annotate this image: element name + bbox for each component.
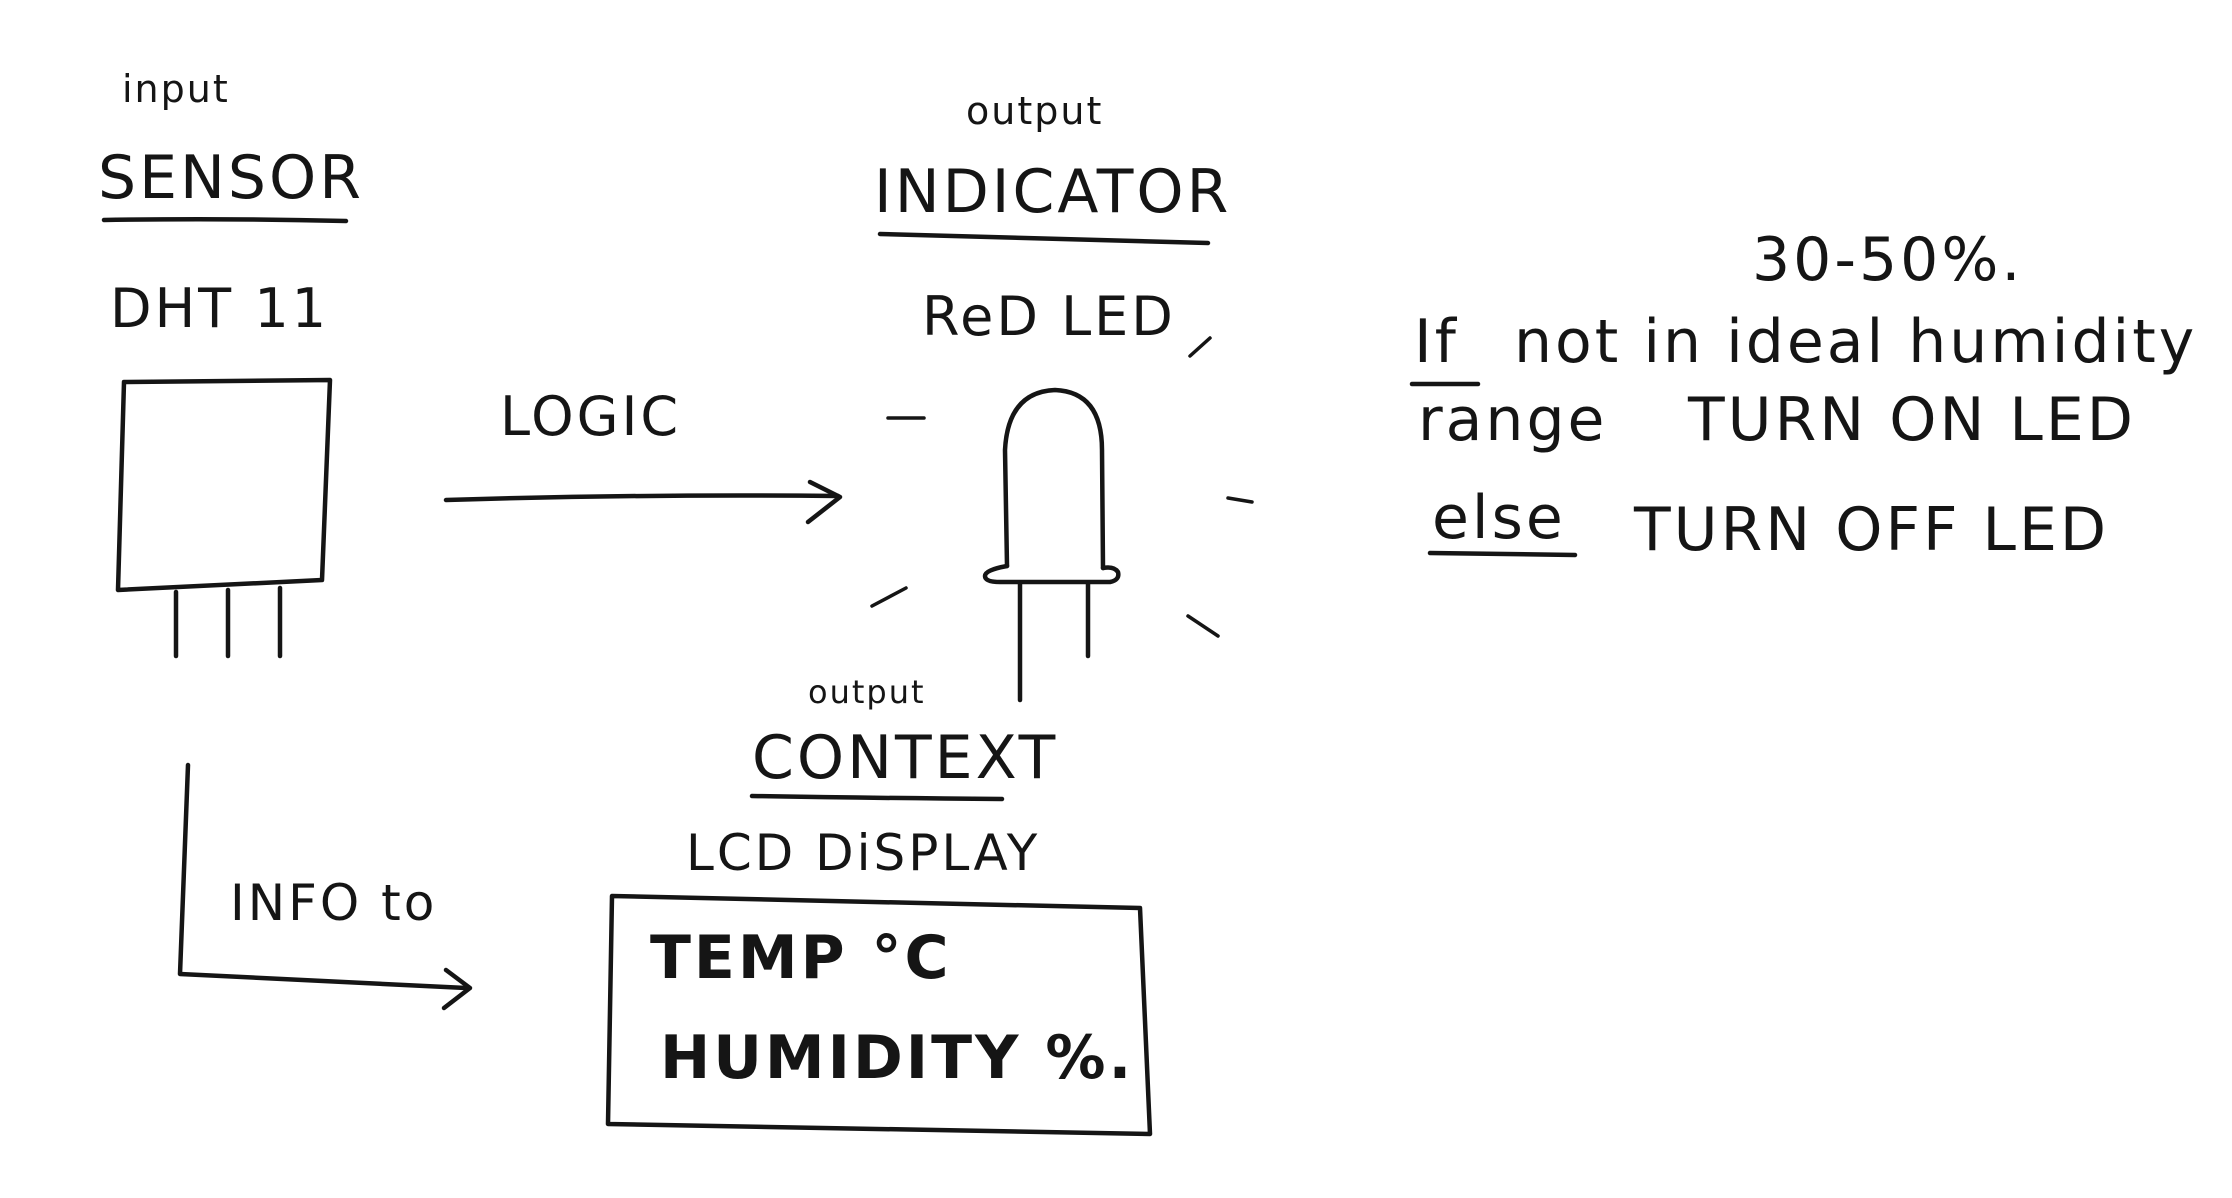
lcd-display-line-2: HUMIDITY %. xyxy=(660,1023,1135,1093)
info-arrow-head xyxy=(441,967,473,1011)
context-role-label: output xyxy=(808,673,926,711)
sensor-role-label: input xyxy=(122,67,230,111)
else-keyword: else xyxy=(1432,483,1566,553)
led-rim xyxy=(982,563,1121,585)
else-action: TURN OFF LED xyxy=(1634,495,2110,565)
sensor-title: SENSOR xyxy=(98,143,364,213)
indicator-title: INDICATOR xyxy=(874,157,1232,227)
indicator-name: ReD LED xyxy=(922,285,1176,348)
context-name: LCD DiSPLAY xyxy=(686,824,1041,882)
sensor-body xyxy=(115,377,333,593)
led-dome xyxy=(1002,387,1106,571)
info-label: INFO to xyxy=(230,874,438,932)
context-title: CONTEXT xyxy=(752,723,1059,793)
range-word: range xyxy=(1418,385,1608,455)
led-glow-ray xyxy=(1186,614,1220,638)
lcd-display-line-1: TEMP °C xyxy=(650,923,952,993)
else-keyword-underline xyxy=(1427,550,1578,558)
logic-arrow-line xyxy=(443,493,841,503)
context-title-underline xyxy=(749,793,1005,802)
rule-condition: not in ideal humidity xyxy=(1514,307,2198,377)
indicator-role-label: output xyxy=(966,89,1104,133)
logic-label: LOGIC xyxy=(500,385,682,448)
humidity-range: 30-50%. xyxy=(1752,225,2024,295)
indicator-title-underline xyxy=(877,231,1211,246)
if-keyword: If xyxy=(1414,307,1459,377)
then-action: TURN ON LED xyxy=(1688,385,2136,455)
led-glow-ray xyxy=(1226,496,1254,504)
sensor-title-underline xyxy=(101,216,349,224)
lcd-display-box xyxy=(605,893,1153,1137)
led-glow-ray xyxy=(1188,336,1212,358)
info-arrow-line xyxy=(177,762,469,991)
logic-arrow-head xyxy=(805,479,843,525)
sensor-name: DHT 11 xyxy=(110,277,330,340)
led-glow-ray xyxy=(870,586,908,608)
